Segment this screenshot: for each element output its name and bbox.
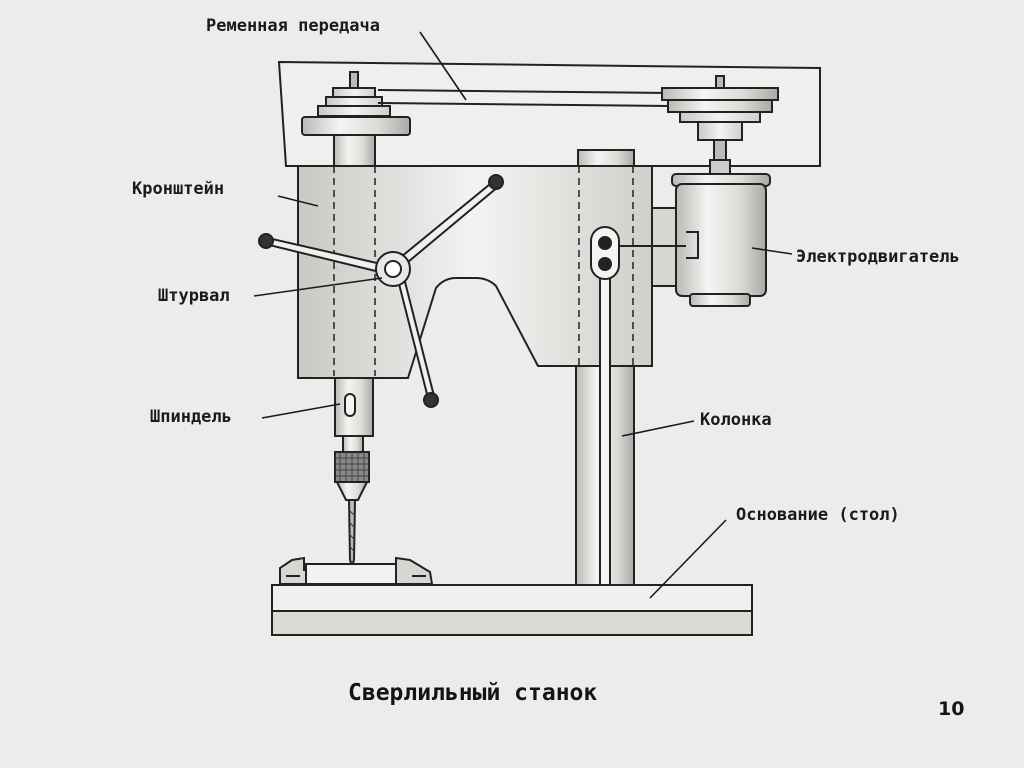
label-handwheel: Штурвал: [158, 286, 230, 306]
leader-lines: [253, 31, 793, 599]
page-number: 10: [938, 698, 965, 720]
handwheel: [258, 174, 504, 408]
belt: [377, 89, 669, 107]
label-motor: Электродвигатель: [796, 247, 960, 267]
label-base: Основание (стол): [736, 505, 900, 525]
label-spindle: Шпиндель: [150, 407, 232, 427]
motor-body: [651, 159, 771, 307]
label-column: Колонка: [700, 410, 772, 430]
column: [575, 271, 635, 589]
base-table: [271, 584, 753, 636]
diagram-caption: Сверлильный станок: [348, 680, 598, 706]
vise: [279, 556, 434, 585]
left-pulley: [301, 71, 411, 136]
label-belt-drive: Ременная передача: [206, 16, 380, 36]
quill-top: [333, 134, 376, 167]
column-clamp: [590, 226, 686, 280]
right-pulley: [661, 75, 779, 163]
label-bracket: Кронштейн: [132, 179, 225, 199]
spindle-assembly: [334, 377, 374, 570]
bracket-body: [297, 165, 653, 379]
column-top: [577, 149, 635, 167]
